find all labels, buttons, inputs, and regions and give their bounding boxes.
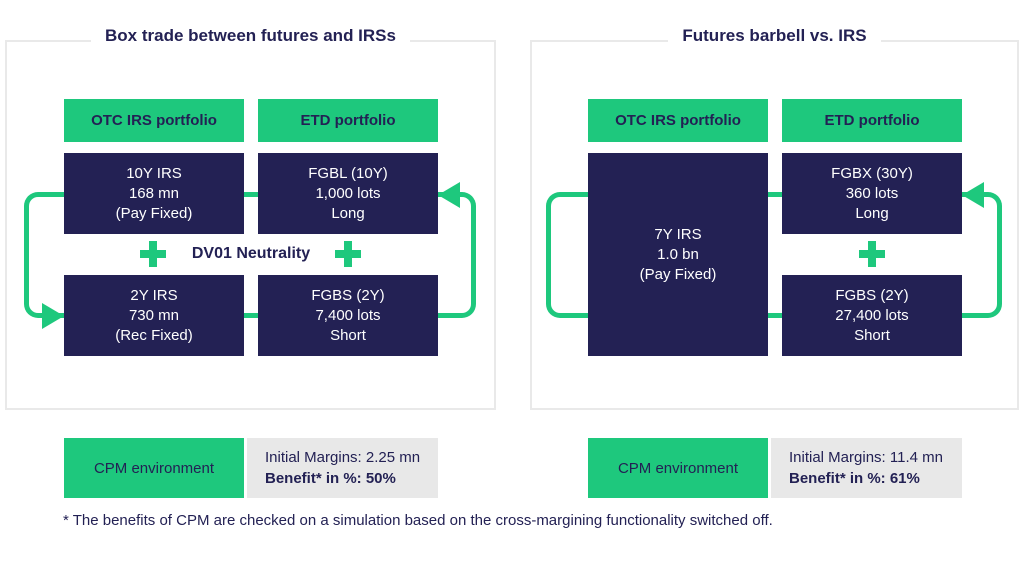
flow-loop-right xyxy=(962,192,1002,318)
cpm-environment-badge: CPM environment xyxy=(588,438,768,498)
flow-connector xyxy=(768,313,782,318)
flow-loop-left xyxy=(546,192,588,318)
box-line: Long xyxy=(331,204,365,222)
panel-title-text: Futures barbell vs. IRS xyxy=(668,26,881,45)
box-line: FGBS (2Y) xyxy=(835,286,909,304)
box-line: 168 mn xyxy=(128,184,180,202)
box-line: 7,400 lots xyxy=(315,306,381,324)
box-line: Short xyxy=(854,326,890,344)
header-label: ETD portfolio xyxy=(824,112,920,129)
box-line: 7Y IRS xyxy=(654,225,702,243)
flow-connector xyxy=(244,192,258,197)
etd-portfolio-header: ETD portfolio xyxy=(258,99,438,142)
box-line: 10Y IRS xyxy=(126,164,182,182)
etd-portfolio-header: ETD portfolio xyxy=(782,99,962,142)
box-line: 1.0 bn xyxy=(657,245,699,263)
box-line: 730 mn xyxy=(128,306,180,324)
plus-icon xyxy=(140,241,166,267)
irs-box-2y: 2Y IRS 730 mn (Rec Fixed) xyxy=(64,275,244,356)
flow-connector xyxy=(768,192,782,197)
margin-result-box: Initial Margins: 11.4 mn Benefit* in %: … xyxy=(771,438,962,498)
panel-title: Box trade between futures and IRSs xyxy=(5,26,496,46)
header-label: OTC IRS portfolio xyxy=(91,112,217,129)
futures-box-fgbl: FGBL (10Y) 1,000 lots Long xyxy=(258,153,438,234)
cpm-label: CPM environment xyxy=(93,459,215,477)
footnote: * The benefits of CPM are checked on a s… xyxy=(63,512,773,529)
box-line: FGBL (10Y) xyxy=(308,164,388,182)
futures-box-fgbs: FGBS (2Y) 7,400 lots Short xyxy=(258,275,438,356)
futures-box-fgbx: FGBX (30Y) 360 lots Long xyxy=(782,153,962,234)
cpm-label: CPM environment xyxy=(617,459,739,477)
box-line: Short xyxy=(330,326,366,344)
margin-result-box: Initial Margins: 2.25 mn Benefit* in %: … xyxy=(247,438,438,498)
box-line: 360 lots xyxy=(845,184,899,202)
initial-margins-value: Initial Margins: 2.25 mn xyxy=(265,449,421,466)
flow-connector xyxy=(244,313,258,318)
box-line: FGBS (2Y) xyxy=(311,286,385,304)
arrow-right-icon xyxy=(42,303,64,329)
benefit-value: Benefit* in %: 61% xyxy=(789,470,920,487)
box-line: (Rec Fixed) xyxy=(115,326,193,344)
box-line: 1,000 lots xyxy=(315,184,381,202)
panel-title-text: Box trade between futures and IRSs xyxy=(91,26,410,45)
box-line: FGBX (30Y) xyxy=(831,164,913,182)
arrow-left-icon xyxy=(438,182,460,208)
flow-loop-right xyxy=(438,192,476,318)
box-line: (Pay Fixed) xyxy=(115,204,193,222)
flow-loop-left xyxy=(24,192,64,318)
benefit-value: Benefit* in %: 50% xyxy=(265,470,396,487)
irs-box-10y: 10Y IRS 168 mn (Pay Fixed) xyxy=(64,153,244,234)
plus-icon xyxy=(335,241,361,267)
plus-icon xyxy=(859,241,885,267)
box-line: (Pay Fixed) xyxy=(639,265,717,283)
arrow-left-icon xyxy=(962,182,984,208)
otc-irs-portfolio-header: OTC IRS portfolio xyxy=(588,99,768,142)
dv01-neutrality-label: DV01 Neutrality xyxy=(191,245,311,262)
box-line: 27,400 lots xyxy=(835,306,909,324)
cpm-environment-badge: CPM environment xyxy=(64,438,244,498)
irs-box-7y: 7Y IRS 1.0 bn (Pay Fixed) xyxy=(588,153,768,356)
panel-title: Futures barbell vs. IRS xyxy=(530,26,1019,46)
box-line: Long xyxy=(855,204,889,222)
otc-irs-portfolio-header: OTC IRS portfolio xyxy=(64,99,244,142)
header-label: OTC IRS portfolio xyxy=(615,112,741,129)
initial-margins-value: Initial Margins: 11.4 mn xyxy=(789,449,943,466)
futures-box-fgbs: FGBS (2Y) 27,400 lots Short xyxy=(782,275,962,356)
box-line: 2Y IRS xyxy=(130,286,178,304)
header-label: ETD portfolio xyxy=(300,112,396,129)
